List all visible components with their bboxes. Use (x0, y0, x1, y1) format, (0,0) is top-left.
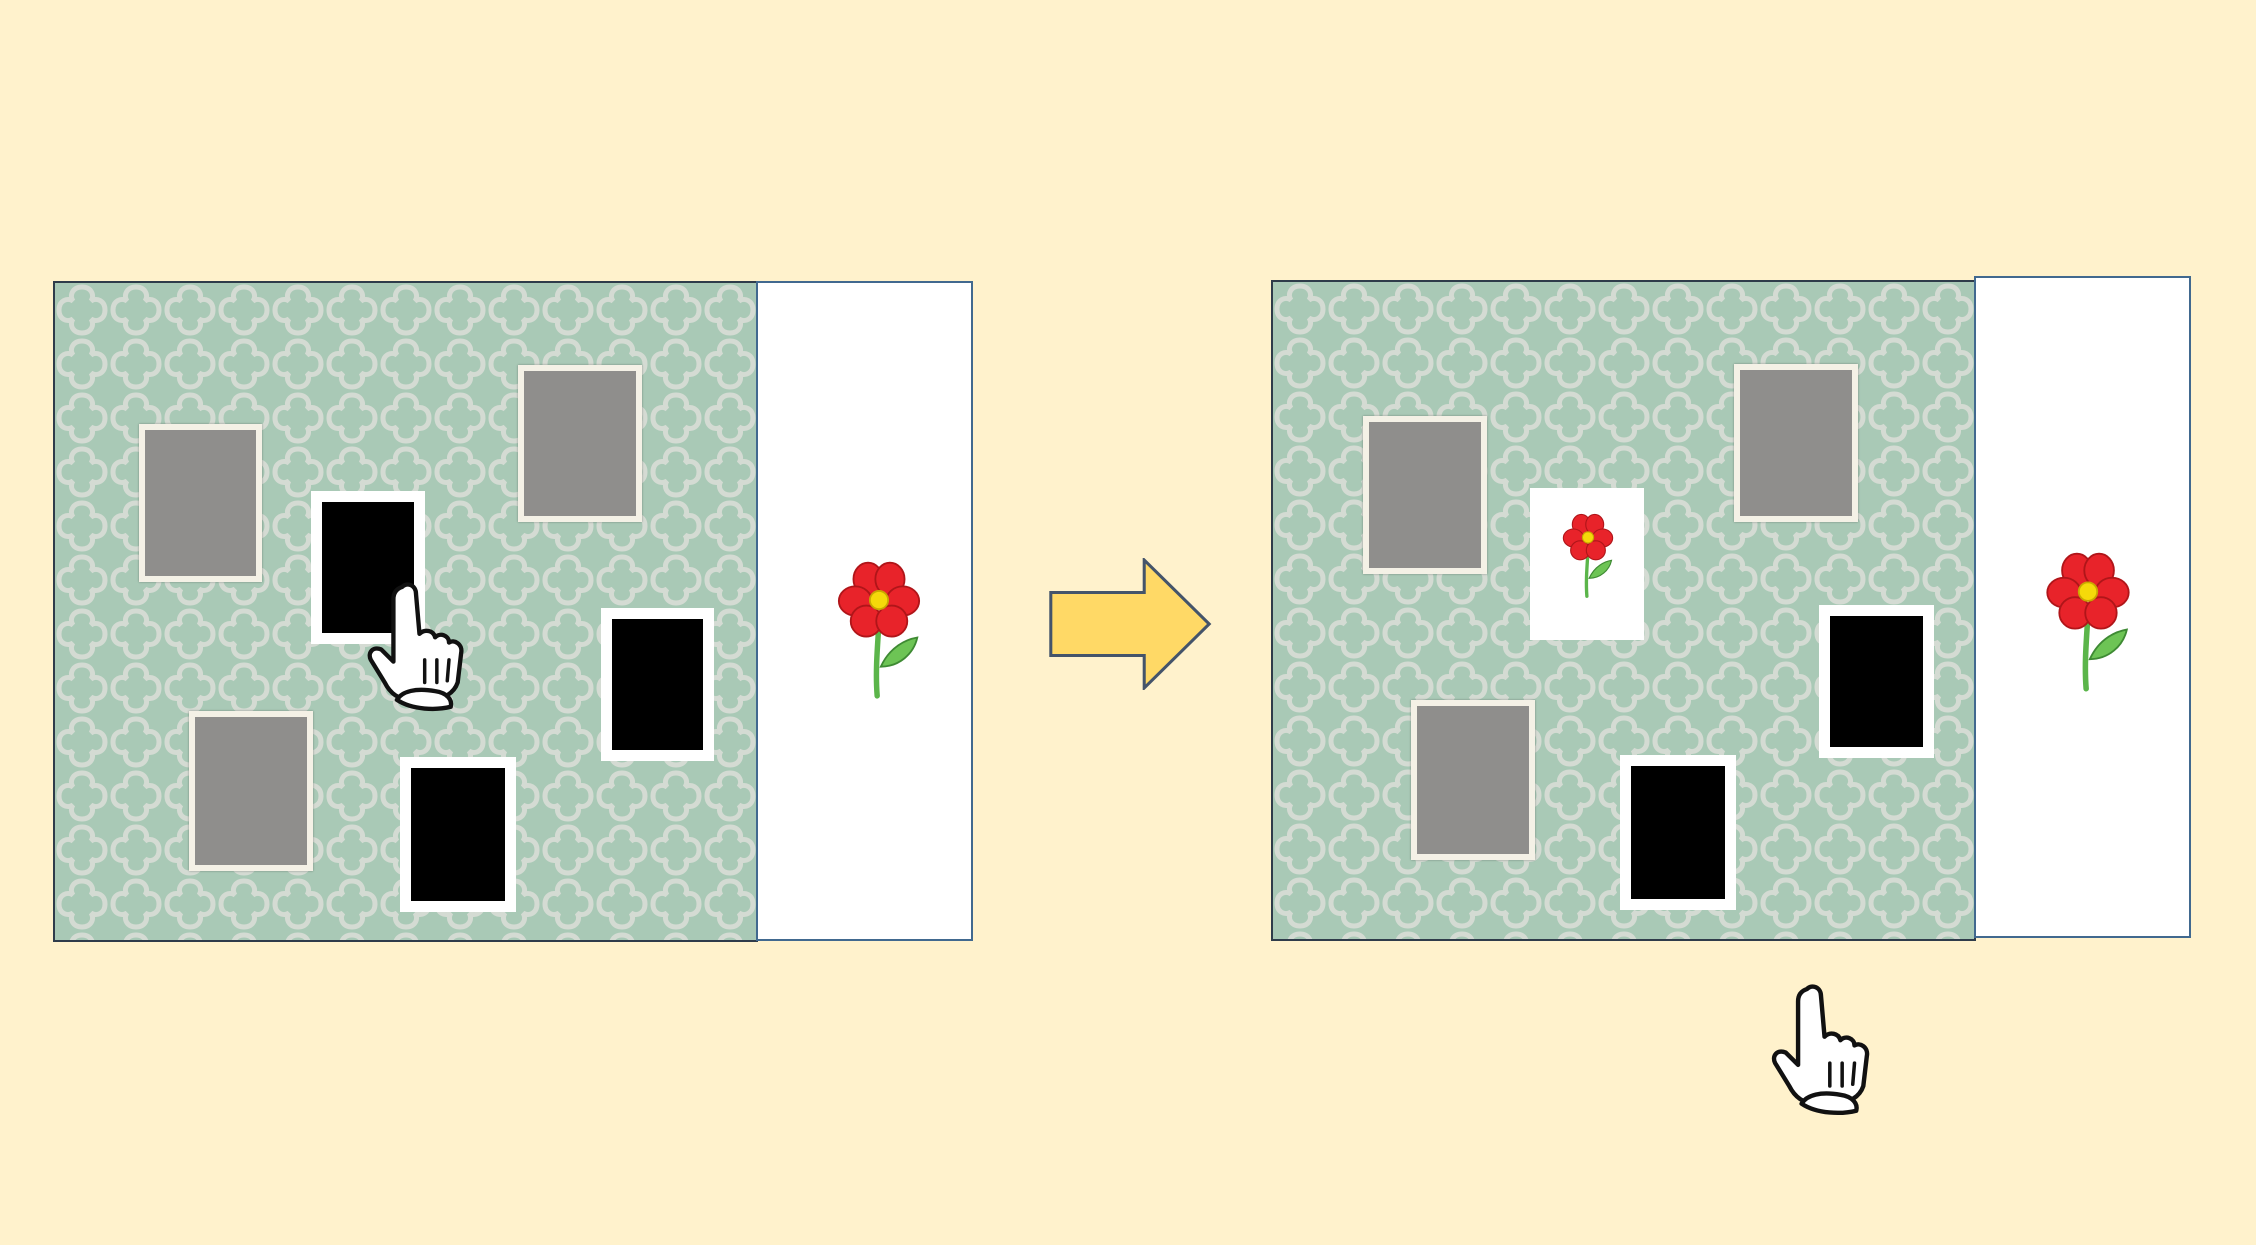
card-facedown-2[interactable] (518, 365, 642, 522)
target-panel-before (756, 281, 973, 941)
card-selected-2[interactable] (1819, 605, 1934, 758)
flower-icon (2038, 550, 2138, 698)
pointing-hand-icon (356, 580, 476, 712)
target-panel-after (1974, 276, 2191, 938)
pointing-hand-icon (1762, 982, 1880, 1116)
card-selected-3[interactable] (1620, 755, 1736, 910)
card-selected-3[interactable] (400, 757, 516, 912)
card-revealed-flower[interactable] (1530, 488, 1644, 640)
card-facedown-3[interactable] (189, 711, 313, 871)
card-facedown-3[interactable] (1411, 700, 1535, 860)
right-arrow-icon (1049, 558, 1212, 690)
flower-icon (1561, 512, 1615, 598)
card-selected-2[interactable] (601, 608, 714, 761)
flower-icon (830, 559, 928, 705)
card-facedown-1[interactable] (1363, 416, 1487, 574)
card-facedown-1[interactable] (139, 424, 262, 582)
card-facedown-2[interactable] (1734, 364, 1858, 522)
